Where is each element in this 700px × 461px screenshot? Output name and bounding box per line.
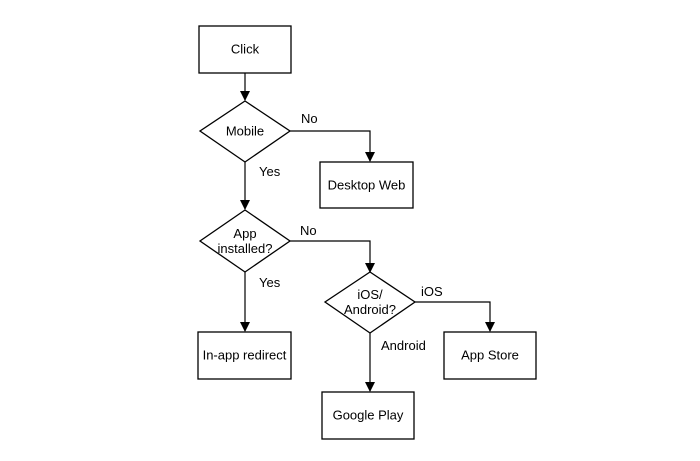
node-ios-android-diamond (323, 271, 417, 334)
node-app-installed: App installed? (198, 209, 292, 273)
edge-label-installed-no: No (300, 223, 317, 238)
edge-label-mobile-yes: Yes (259, 164, 281, 179)
node-desktop-web: Desktop Web (319, 161, 414, 209)
node-ios-android-line1: iOS/ (357, 287, 383, 302)
node-mobile: Mobile (198, 100, 292, 163)
node-app-installed-diamond (198, 209, 292, 273)
node-desktop-web-label: Desktop Web (328, 178, 406, 193)
node-ios-android: iOS/ Android? (323, 271, 417, 334)
edge-label-os-android: Android (381, 338, 426, 353)
edge-label-installed-yes: Yes (259, 275, 281, 290)
node-in-app-redirect: In-app redirect (197, 331, 292, 380)
node-in-app-redirect-box (197, 331, 292, 380)
edge-label-mobile-no: No (301, 111, 318, 126)
node-click-box (198, 25, 292, 74)
edge-mobile-no-to-desktop (290, 130, 375, 162)
node-desktop-web-box (319, 161, 414, 209)
node-app-store: App Store (443, 331, 537, 380)
node-google-play-box (321, 391, 415, 440)
node-app-installed-line2: installed? (218, 241, 273, 256)
node-ios-android-line2: Android? (344, 302, 396, 317)
node-app-installed-line1: App (233, 226, 256, 241)
node-click-label: Click (231, 42, 260, 57)
node-google-play: Google Play (321, 391, 415, 440)
node-in-app-redirect-label: In-app redirect (203, 348, 287, 363)
node-click: Click (198, 25, 292, 74)
edge-label-os-ios: iOS (421, 284, 443, 299)
edges (240, 73, 495, 392)
edge-installed-no-to-os (290, 240, 375, 273)
node-mobile-label: Mobile (226, 124, 264, 139)
node-google-play-label: Google Play (333, 408, 404, 423)
node-app-store-box (443, 331, 537, 380)
edge-os-ios-to-appstore (415, 301, 495, 332)
node-mobile-diamond (198, 100, 292, 163)
node-app-store-label: App Store (461, 348, 519, 363)
